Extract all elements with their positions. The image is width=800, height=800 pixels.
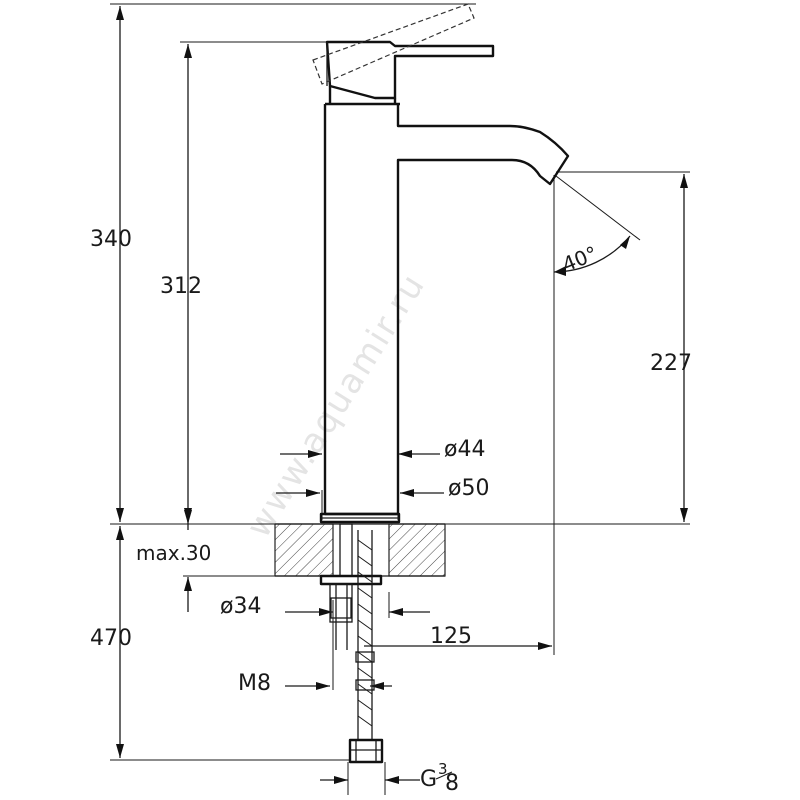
watermark-text: www.aquamir.ru — [239, 266, 434, 545]
dimension-diameter-44: ø44 — [280, 437, 485, 462]
dimension-hose-length: 470 — [90, 526, 132, 758]
dimension-label-g: G — [420, 767, 437, 792]
flexible-hose — [348, 530, 384, 764]
dimension-diameter-50: ø50 — [276, 476, 489, 501]
dimension-label-125: 125 — [430, 624, 472, 649]
dimension-body-height: 312 — [160, 44, 202, 522]
dimension-label-d50: ø50 — [448, 476, 489, 501]
faucet-body — [312, 3, 570, 524]
dimension-label-227: 227 — [650, 351, 692, 376]
dimension-connection-thread: G 3 8 — [320, 760, 459, 796]
dimension-total-height: 340 — [90, 6, 132, 522]
dimension-label-max30: max.30 — [136, 541, 211, 565]
dimension-label-m8: M8 — [238, 671, 271, 696]
dimension-label-312: 312 — [160, 274, 202, 299]
extension-lines — [110, 3, 690, 761]
dimension-label-d34: ø34 — [220, 594, 261, 619]
countertop-section — [274, 523, 446, 577]
mounting-assembly — [319, 523, 383, 650]
dimension-label-d44: ø44 — [444, 437, 485, 462]
dimension-spout-height: 227 — [650, 174, 692, 522]
dimension-label-40deg: 40° — [559, 241, 601, 277]
dimension-thread-rod: M8 — [238, 671, 392, 696]
dimension-spout-angle: 40° — [553, 175, 641, 277]
dimension-label-g-numerator: 3 — [438, 760, 448, 778]
dimension-spout-reach: 125 — [364, 624, 552, 650]
dimension-max-thickness: max.30 — [136, 510, 211, 612]
dimension-label-470: 470 — [90, 626, 132, 651]
dimension-diameter-34: ø34 — [220, 594, 430, 619]
dimension-label-g-denominator: 8 — [445, 771, 459, 796]
dimension-label-340: 340 — [90, 227, 132, 252]
